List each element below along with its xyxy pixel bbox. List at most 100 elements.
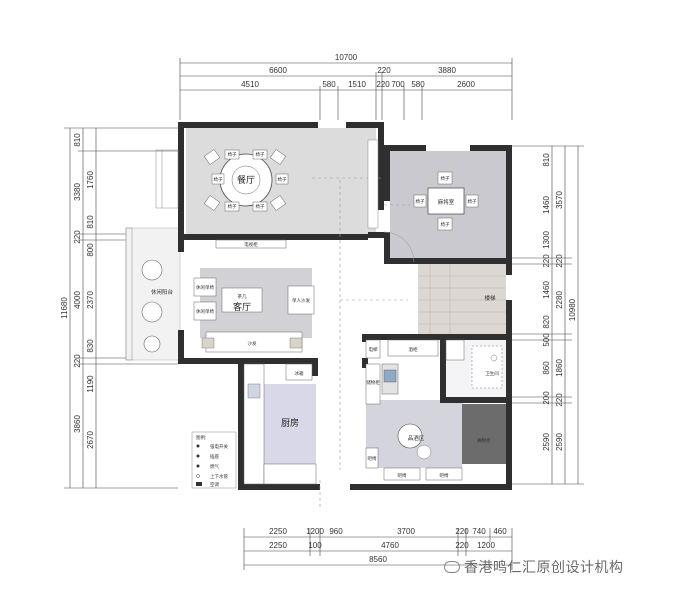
chair-label: 椅子 <box>256 203 265 210</box>
wine-cabinet-label: 酒柜 <box>409 346 418 353</box>
dim-top-row2-c: 3880 <box>438 66 456 75</box>
legend-item: 空调 <box>210 481 219 488</box>
dim-left-b1: 1760 <box>86 171 95 189</box>
bar-area: 储物柜 电梯 酒柜 品酒区 吧椅 吧椅 吧椅 搁物柜 <box>365 339 491 481</box>
bar-stool-label: 吧椅 <box>440 472 449 479</box>
leisure-chair-2 <box>193 301 217 321</box>
legend-title: 图例: <box>196 434 207 441</box>
dim-right-b10: 2590 <box>542 433 551 451</box>
dining-sideboard <box>367 139 379 229</box>
bathroom-area: 卫生间 <box>445 339 506 397</box>
dim-right-a6: 220 <box>555 393 564 407</box>
top-dimensions: 10700 6600 220 3880 4510 580 1510 220 70… <box>179 53 513 120</box>
bar-stool-label: 吧椅 <box>368 455 377 462</box>
legend-item: 强电开关 <box>210 443 228 450</box>
tv-cabinet <box>215 239 287 249</box>
dim-bot-r2-e: 1200 <box>477 541 495 550</box>
dim-top-row3-c: 1510 <box>348 80 366 89</box>
dark-block <box>462 404 506 464</box>
door-swing <box>383 231 415 263</box>
dim-left-total: 11680 <box>60 297 69 319</box>
dim-left-b4: 2370 <box>86 291 95 309</box>
dim-right-a5: 1860 <box>555 359 564 377</box>
leisure-chair-label: 休闲单椅 <box>196 284 214 291</box>
dim-left-a1: 810 <box>73 133 82 147</box>
kitchen-label: 厨房 <box>281 417 299 429</box>
windows <box>125 149 179 361</box>
dim-top-row3-e: 700 <box>391 80 405 89</box>
wine-cabinet <box>387 339 439 357</box>
dim-left-a5: 220 <box>73 354 82 368</box>
dim-left-b2: 810 <box>86 215 95 229</box>
mahjong-room-label: 麻将室 <box>438 198 455 206</box>
dim-bot-r1-f: 740 <box>472 527 486 536</box>
stair-treads <box>418 264 506 334</box>
coffee-table <box>221 287 263 313</box>
dim-right-b5: 1460 <box>542 281 551 299</box>
dim-right-b2: 1460 <box>542 196 551 214</box>
dim-top-row3-g: 2600 <box>457 80 475 89</box>
left-dimensions: 11680 810 3380 220 4000 220 3860 1760 81… <box>60 127 178 489</box>
dim-bot-r2-a: 2250 <box>269 541 287 550</box>
kitchen-floor <box>264 384 316 466</box>
chair-label: 椅子 <box>416 198 425 205</box>
dim-right-a7: 2590 <box>555 433 564 451</box>
legend-item: 插座 <box>210 453 219 460</box>
dim-right-a4: 2280 <box>555 291 564 309</box>
bar-table <box>397 423 423 449</box>
chair-label: 椅子 <box>468 198 477 205</box>
dim-right-b6: 820 <box>542 315 551 329</box>
dim-bot-r2-b: 100 <box>308 541 322 550</box>
wechat-icon <box>444 561 460 573</box>
chair-label: 椅子 <box>441 175 450 182</box>
right-dimensions: 810 1460 1300 220 1460 820 500 860 200 2… <box>512 145 584 485</box>
chair-label: 椅子 <box>214 176 223 183</box>
dim-bot-r2-d: 220 <box>455 541 469 550</box>
dim-left-a3: 220 <box>73 230 82 244</box>
watermark: 香港鸣仁汇原创设计机构 <box>444 556 680 578</box>
watermark-text: 香港鸣仁汇原创设计机构 <box>464 560 624 576</box>
legend-box <box>191 431 237 489</box>
dim-bot-r2-c: 4760 <box>381 541 399 550</box>
bathroom-label: 卫生间 <box>485 370 499 377</box>
legend-item: 上下水管 <box>210 473 228 480</box>
dim-right-a3: 220 <box>555 254 564 268</box>
dim-top-row3-a: 4510 <box>241 80 259 89</box>
dining-area: 椅子 椅子 椅子 椅子 椅子 椅子 餐厅 <box>203 139 379 229</box>
dim-right-b1: 810 <box>542 153 551 167</box>
dim-right-b3: 1300 <box>542 231 551 249</box>
dim-top-row3-f: 580 <box>411 80 425 89</box>
kitchen-counter-bottom <box>263 463 317 485</box>
legend-item: 燃气 <box>210 463 219 470</box>
chair-label: 椅子 <box>278 176 287 183</box>
kitchen-area: 冰箱 厨房 <box>243 363 317 485</box>
sofa-label: 沙发 <box>248 340 257 347</box>
sink <box>247 383 261 399</box>
chair-label: 椅子 <box>228 203 237 210</box>
dim-top-total: 10700 <box>335 53 358 62</box>
leisure-chair-1 <box>193 277 217 297</box>
elevator <box>365 339 381 359</box>
dim-bot-r1-d: 3700 <box>397 527 415 536</box>
legend: 图例: 强电开关 插座 燃气 上下水管 空调 <box>191 431 237 489</box>
living-room-label: 客厅 <box>233 301 251 313</box>
leisure-chair-label: 休闲单椅 <box>196 308 214 315</box>
dim-bot-total: 8560 <box>369 555 387 564</box>
fridge <box>285 363 313 381</box>
shower-area <box>471 345 503 389</box>
tv-cabinet-label: 电视柜 <box>244 241 258 248</box>
kitchen-counter-left <box>243 363 265 485</box>
elevator-label: 电梯 <box>369 346 378 353</box>
dim-left-a6: 3860 <box>73 415 82 433</box>
walls <box>178 122 512 490</box>
dim-bot-r1-c: 960 <box>329 527 343 536</box>
single-sofa <box>287 285 315 315</box>
dim-right-b9: 200 <box>542 391 551 405</box>
chair-label: 椅子 <box>256 151 265 158</box>
balcony-area: 休闲阳台 <box>141 259 173 353</box>
toilet <box>445 339 465 361</box>
dim-left-b7: 2670 <box>86 431 95 449</box>
dim-right-b7: 500 <box>542 333 551 347</box>
living-area: 电视柜 茶几 客厅 休闲单椅 休闲单椅 单人沙发 沙发 <box>193 239 315 353</box>
